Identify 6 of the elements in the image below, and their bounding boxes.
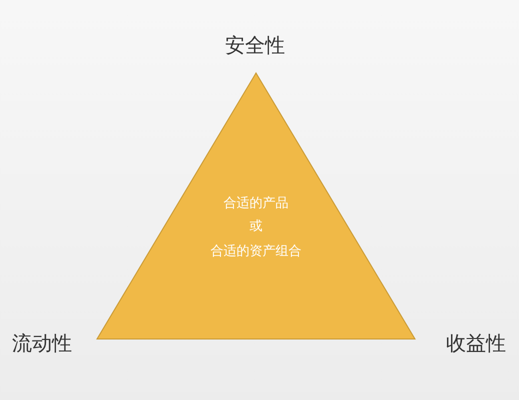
triangle-text: 或 xyxy=(250,219,262,235)
corner-label: 收益性 xyxy=(446,330,506,357)
corner-label: 安全性 xyxy=(225,32,285,59)
corner-label: 流动性 xyxy=(12,330,72,357)
triangle-text: 合适的资产组合 xyxy=(210,244,302,260)
triangle-text: 合适的产品 xyxy=(224,196,288,212)
